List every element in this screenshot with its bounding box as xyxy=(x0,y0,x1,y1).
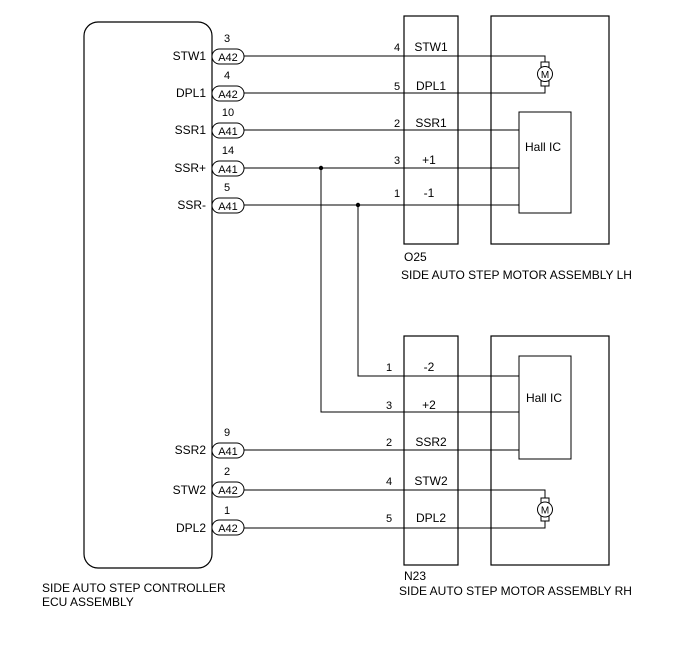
connector-oval xyxy=(211,197,245,214)
ecu-pin-number: 4 xyxy=(224,70,230,82)
connector-oval xyxy=(211,160,245,177)
wires-rh xyxy=(244,449,546,529)
rh-pin-label: SSR2 xyxy=(415,435,447,449)
ecu-pin-dpl2: DPL2 1 A42 xyxy=(176,505,245,536)
wires-branches xyxy=(320,168,519,413)
lh-connector-code: O25 xyxy=(404,250,427,264)
ecu-pin-label: SSR2 xyxy=(175,443,207,457)
rh-pin-number: 1 xyxy=(386,362,392,374)
ecu-pin-stw2: STW2 2 A42 xyxy=(173,466,245,498)
lh-hall-ic-box xyxy=(518,111,572,214)
rh-pin-label: -2 xyxy=(424,360,435,374)
connector-oval xyxy=(211,519,245,536)
ecu-connector-code: A42 xyxy=(218,52,238,64)
connector-oval xyxy=(211,85,245,102)
ecu-connector-code: A42 xyxy=(218,523,238,535)
lh-hall-ic-label: Hall IC xyxy=(525,140,561,154)
lh-pin-label: +1 xyxy=(422,153,436,167)
ecu-connector-code: A41 xyxy=(218,126,238,138)
ecu-pin-label: STW2 xyxy=(173,483,207,497)
wire-branch-plus2 xyxy=(320,168,519,413)
ecu-pin-dpl1: DPL1 4 A42 xyxy=(176,70,245,102)
ecu-pin-number: 5 xyxy=(224,182,230,194)
ecu-connector-code: A41 xyxy=(218,446,238,458)
lh-motor-symbol: M xyxy=(541,70,549,81)
lh-pin-label: -1 xyxy=(424,186,435,200)
connector-oval xyxy=(211,122,245,139)
ecu-pin-ssr-plus: SSR+ 14 A41 xyxy=(174,145,245,177)
wires-lh xyxy=(244,55,546,206)
ecu-connector-code: A42 xyxy=(218,89,238,101)
lh-pin-number: 2 xyxy=(394,118,400,130)
wire-branch-minus2 xyxy=(357,205,519,377)
lh-pin-number: 4 xyxy=(394,42,400,54)
rh-pin-number: 5 xyxy=(386,513,392,525)
lh-pin-number: 5 xyxy=(394,81,400,93)
ecu-pin-number: 9 xyxy=(224,427,230,439)
ecu-pin-label: DPL1 xyxy=(176,86,206,100)
splice-dot-minus xyxy=(355,202,361,208)
ecu-pin-number: 10 xyxy=(222,107,234,119)
ecu-connector-code: A42 xyxy=(218,485,238,497)
rh-assembly-title: SIDE AUTO STEP MOTOR ASSEMBLY RH xyxy=(399,584,632,598)
wire-dpl1 xyxy=(244,86,546,94)
ecu-pin-number: 14 xyxy=(222,145,234,157)
ecu-pin-label: SSR1 xyxy=(175,123,207,137)
ecu-pin-number: 2 xyxy=(224,466,230,478)
rh-motor-icon xyxy=(537,501,553,518)
rh-motor-symbol: M xyxy=(541,506,549,517)
rh-pin-number: 3 xyxy=(386,400,392,412)
connector-oval xyxy=(211,48,245,65)
ecu-pin-ssr2: SSR2 9 A41 xyxy=(175,427,245,459)
lh-pin-label: STW1 xyxy=(414,40,448,54)
connector-oval xyxy=(211,442,245,459)
rh-hall-ic-label: Hall IC xyxy=(526,391,562,405)
ecu-body xyxy=(83,21,213,569)
ecu-connector-code: A41 xyxy=(218,201,238,213)
wire-stw2 xyxy=(244,489,546,498)
ecu-pin-ssr-minus: SSR- 5 A41 xyxy=(177,182,245,214)
lh-motor-icon xyxy=(537,66,553,82)
ecu-pin-label: SSR+ xyxy=(174,161,206,175)
rh-motor: M xyxy=(537,497,553,522)
ecu-pin-ssr1: SSR1 10 A41 xyxy=(175,107,245,139)
lh-pin-label: SSR1 xyxy=(415,116,447,130)
rh-pin-number: 2 xyxy=(386,437,392,449)
rh-pin-number: 4 xyxy=(386,476,392,488)
wire-dpl2 xyxy=(244,521,546,529)
splice-dot-plus xyxy=(318,165,324,171)
lh-assembly-title: SIDE AUTO STEP MOTOR ASSEMBLY LH xyxy=(401,268,632,282)
ecu-connector-code: A41 xyxy=(218,164,238,176)
ecu-pin-number: 1 xyxy=(224,505,230,517)
rh-connector-code: N23 xyxy=(404,569,426,583)
ecu-title-line1: SIDE AUTO STEP CONTROLLER xyxy=(42,581,226,595)
lh-pin-number: 1 xyxy=(394,188,400,200)
lh-pin-label: DPL1 xyxy=(416,79,446,93)
ecu-pin-stw1: STW1 3 A42 xyxy=(173,33,245,65)
rh-hall-ic-box xyxy=(518,355,572,460)
ecu-pin-label: SSR- xyxy=(177,198,206,212)
lh-motor: M xyxy=(537,61,553,87)
ecu-pin-label: STW1 xyxy=(173,49,207,63)
ecu-pin-label: DPL2 xyxy=(176,521,206,535)
lh-connector-pins: 4 STW1 5 DPL1 2 SSR1 3 +1 1 -1 xyxy=(394,40,448,200)
wire-stw1 xyxy=(244,55,546,62)
rh-connector-pins: 1 -2 3 +2 2 SSR2 4 STW2 5 DPL2 xyxy=(386,360,448,525)
lh-pin-number: 3 xyxy=(394,155,400,167)
connector-oval xyxy=(211,481,245,498)
rh-pin-label: STW2 xyxy=(414,474,448,488)
rh-pin-label: DPL2 xyxy=(416,511,446,525)
ecu-pin-number: 3 xyxy=(224,33,230,45)
ecu-title-line2: ECU ASSEMBLY xyxy=(42,595,134,609)
rh-pin-label: +2 xyxy=(422,398,436,412)
